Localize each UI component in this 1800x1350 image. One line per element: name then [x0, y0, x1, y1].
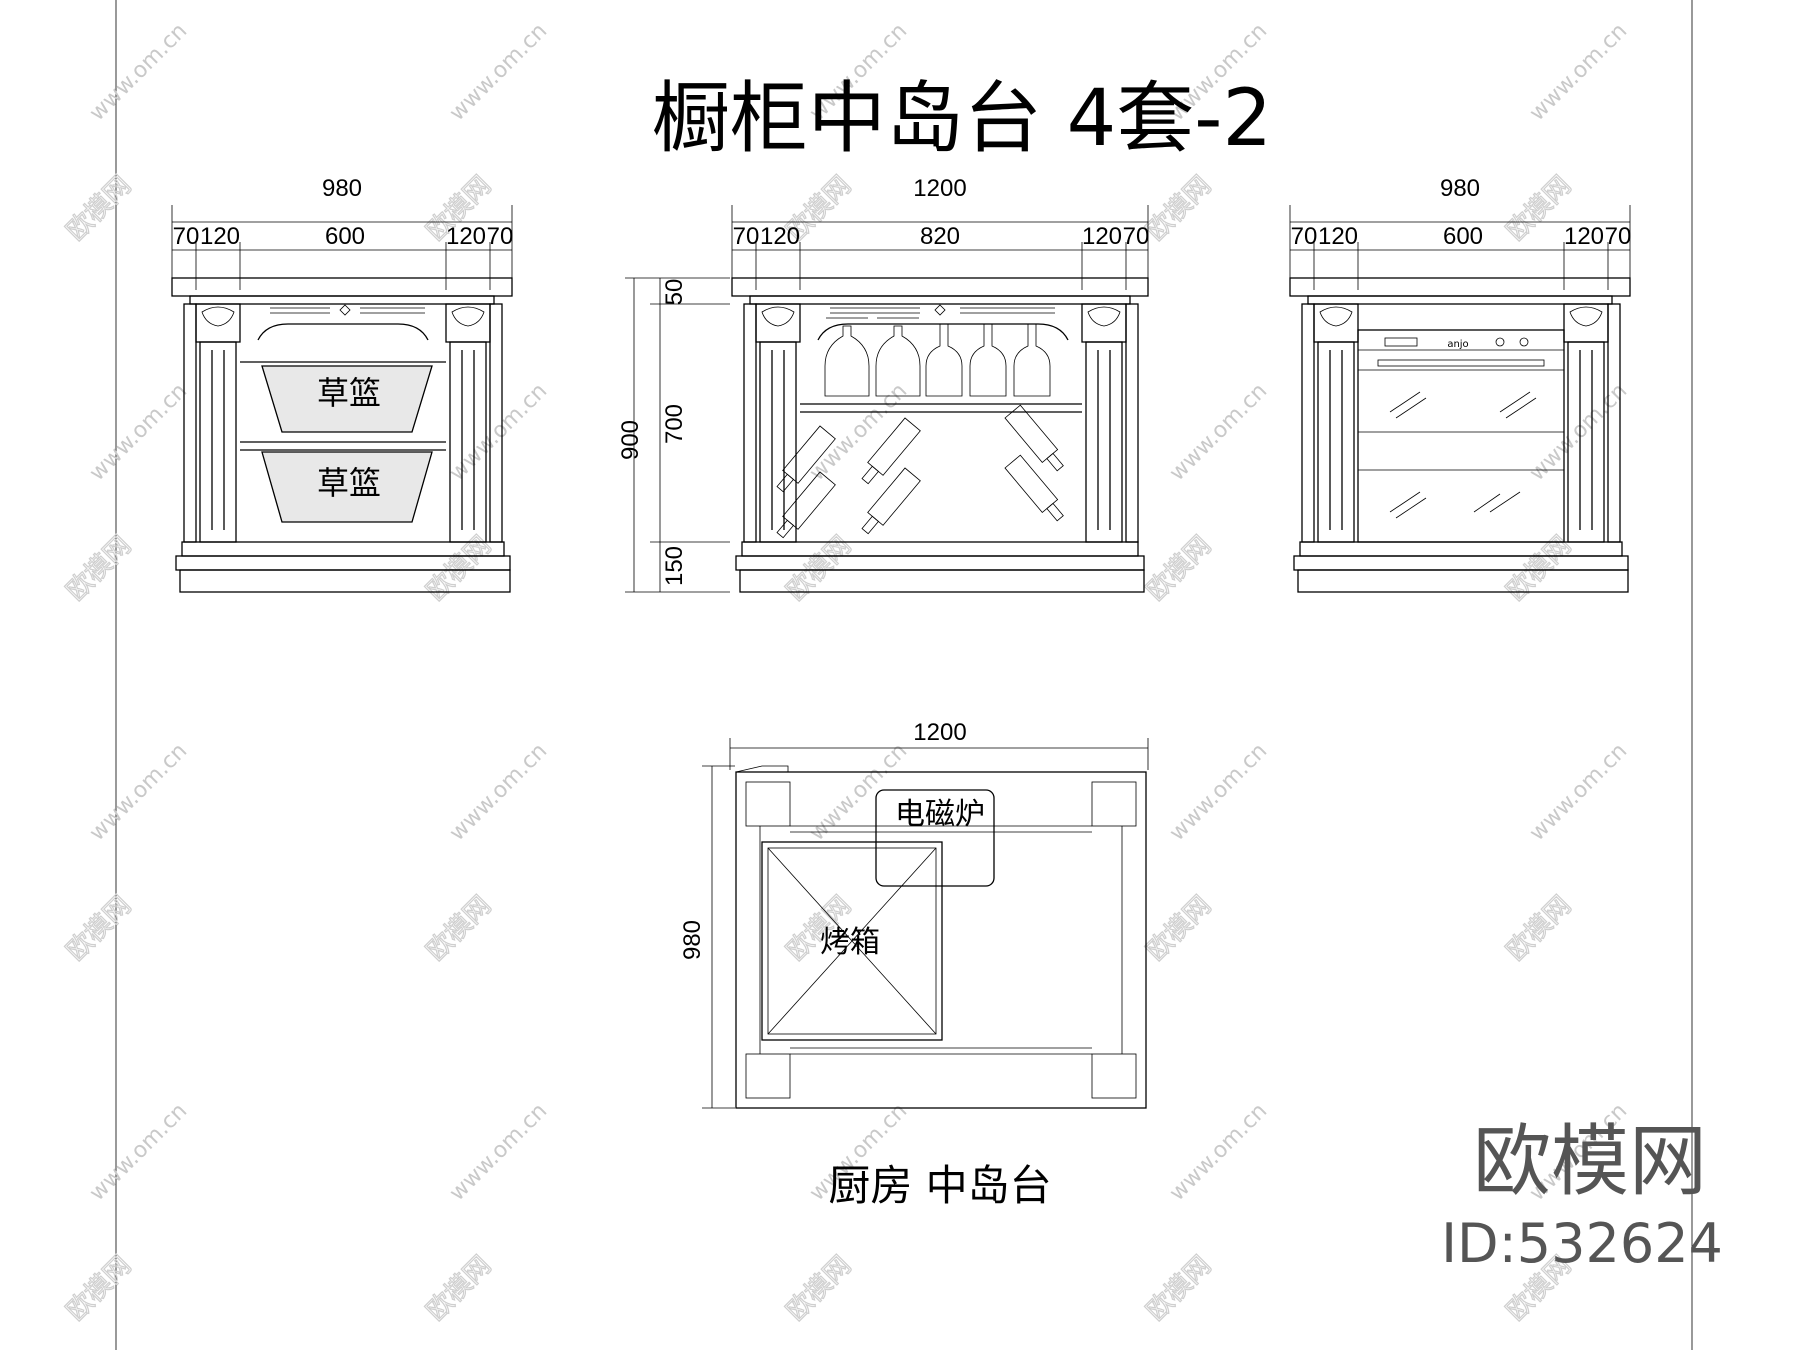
- watermark-cn: 欧模网: [1141, 890, 1217, 966]
- right-dim-3: 600: [1443, 223, 1483, 250]
- left-total-width: 980: [322, 175, 362, 202]
- watermark-cn: 欧模网: [61, 170, 137, 246]
- watermark-repeat: www.om.cn 欧模网: [60, 739, 192, 968]
- hob-label: 电磁炉: [895, 797, 985, 832]
- watermark-repeat: www.om.cn 欧模网: [420, 739, 552, 968]
- front-height-2: 700: [661, 404, 688, 444]
- watermark-repeat: www.om.cn 欧模网: [60, 1099, 192, 1328]
- watermark-url: www.om.cn: [445, 1099, 552, 1206]
- front-elevation: 1200 70 120 820 120 70 900 50 700 150: [617, 175, 1150, 593]
- right-total-width: 980: [1440, 175, 1480, 202]
- watermark-cn: 欧模网: [61, 530, 137, 606]
- right-elevation: 980 70 120 600 120 70 anjo: [1289, 175, 1632, 593]
- front-height-3: 150: [661, 546, 688, 586]
- basket-top: [261, 365, 433, 433]
- watermark-logo: 欧模网: [1473, 1117, 1707, 1207]
- basket-bottom: [261, 451, 433, 523]
- left-dim-3: 600: [325, 223, 365, 250]
- front-dim-4: 120: [1082, 223, 1122, 250]
- watermark-cn: 欧模网: [61, 890, 137, 966]
- oven-zone: [761, 841, 943, 1041]
- left-elevation: 980 70 120 600 120 70: [171, 175, 514, 593]
- watermark-cn: 欧模网: [1141, 530, 1217, 606]
- drawing-subtitle: 厨房 中岛台: [828, 1161, 1051, 1210]
- watermark-repeat: www.om.cn 欧模网: [1140, 739, 1272, 968]
- watermark-url: www.om.cn: [445, 379, 552, 486]
- watermark-cn: 欧模网: [1141, 1250, 1217, 1326]
- left-dim-2: 120: [200, 223, 240, 250]
- front-dim-1: 70: [733, 223, 760, 250]
- watermark-cn: 欧模网: [1141, 170, 1217, 246]
- watermark-url: www.om.cn: [85, 19, 192, 126]
- left-dim-5: 70: [487, 223, 514, 250]
- watermark-url: www.om.cn: [1525, 19, 1632, 126]
- watermark-cn: 欧模网: [421, 1250, 497, 1326]
- plan-depth: 980: [679, 920, 706, 960]
- wine-rack: [776, 404, 1064, 539]
- basket-bottom-label: 草篮: [317, 464, 381, 502]
- front-total-width: 1200: [913, 175, 966, 202]
- watermark-repeat: www.om.cn 欧模网: [1140, 1099, 1272, 1328]
- front-total-height: 900: [617, 420, 644, 460]
- right-dim-2: 120: [1318, 223, 1358, 250]
- watermark-url: www.om.cn: [805, 379, 912, 486]
- watermark-cn: 欧模网: [61, 1250, 137, 1326]
- watermark-url: www.om.cn: [1525, 739, 1632, 846]
- watermark-id: ID:532624: [1441, 1212, 1723, 1275]
- watermark-url: www.om.cn: [85, 739, 192, 846]
- watermark-url: www.om.cn: [445, 19, 552, 126]
- basket-top-label: 草篮: [317, 374, 381, 412]
- watermark-url: www.om.cn: [85, 379, 192, 486]
- front-height-1: 50: [661, 279, 688, 306]
- watermark-url: www.om.cn: [1165, 1099, 1272, 1206]
- oven-label: 烤箱: [820, 925, 880, 960]
- left-dim-1: 70: [173, 223, 200, 250]
- watermark-url: www.om.cn: [445, 739, 552, 846]
- watermark-repeat: www.om.cn 欧模网: [420, 1099, 552, 1328]
- plan-view: 1200 980 电磁炉 烤箱: [679, 719, 1149, 1109]
- right-dim-1: 70: [1291, 223, 1318, 250]
- watermark-repeat: www.om.cn 欧模网: [60, 379, 192, 608]
- wine-bottles: [824, 317, 1051, 397]
- watermark-repeat: www.om.cn 欧模网: [1140, 379, 1272, 608]
- oven-brand: anjo: [1447, 339, 1468, 350]
- watermark-repeat: www.om.cn 欧模网: [60, 19, 192, 248]
- watermark-cn: 欧模网: [1501, 890, 1577, 966]
- front-dim-3: 820: [920, 223, 960, 250]
- induction-hob: [875, 789, 995, 887]
- watermark-url: www.om.cn: [1165, 379, 1272, 486]
- watermark-url: www.om.cn: [85, 1099, 192, 1206]
- watermark-url: www.om.cn: [1165, 739, 1272, 846]
- watermark-repeat: www.om.cn 欧模网: [1500, 739, 1632, 968]
- right-dim-4: 120: [1564, 223, 1604, 250]
- built-in-oven: [1357, 329, 1565, 543]
- front-dim-5: 70: [1123, 223, 1150, 250]
- front-dim-2: 120: [760, 223, 800, 250]
- watermark-layer: www.om.cn 欧模网 www.om.cn 欧模网 www.om.cn 欧模网 www.…: [60, 19, 1632, 1328]
- watermark-cn: 欧模网: [781, 1250, 857, 1326]
- watermark-cn: 欧模网: [421, 890, 497, 966]
- plan-width: 1200: [913, 719, 966, 746]
- right-dim-5: 70: [1605, 223, 1632, 250]
- left-dim-4: 120: [446, 223, 486, 250]
- drawing-title: 橱柜中岛台 4套-2: [652, 74, 1272, 164]
